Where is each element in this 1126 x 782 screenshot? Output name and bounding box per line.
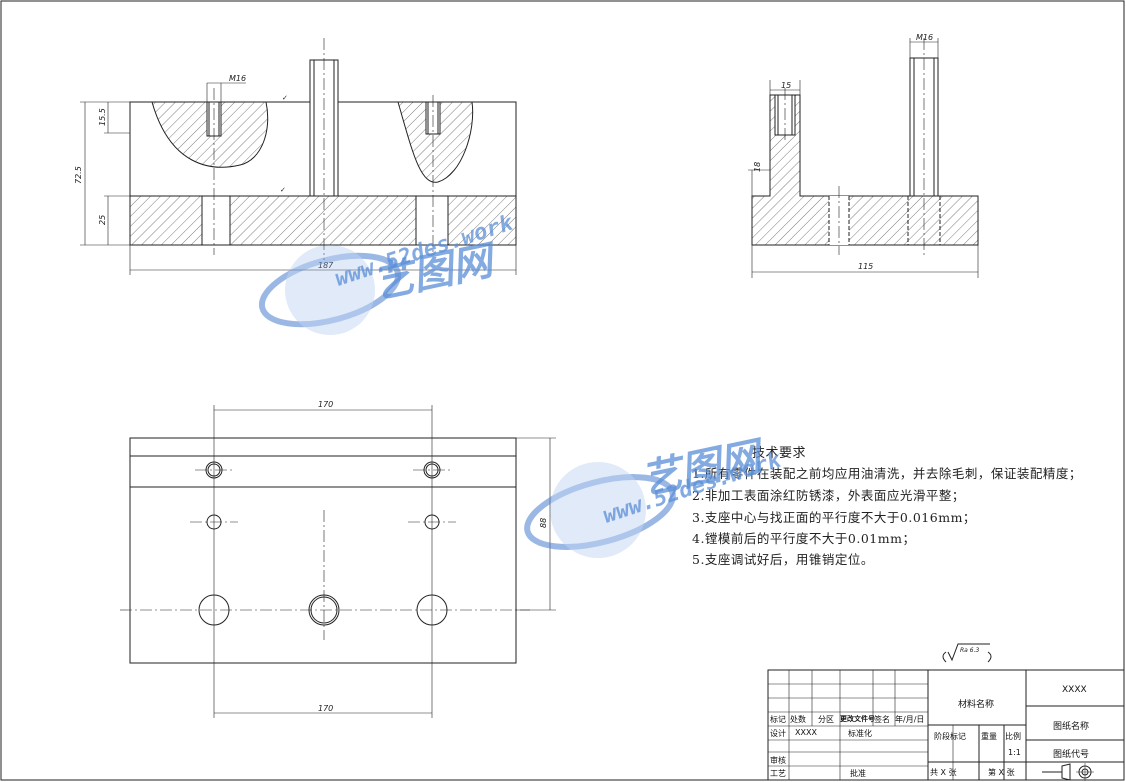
plan-view (120, 405, 556, 718)
dim-side-height: 18 (753, 162, 762, 172)
dim-front-depth: 15.5 (98, 108, 107, 126)
tb-review: 审核 (770, 756, 786, 765)
tb-material: 材料名称 (958, 700, 995, 710)
tb-total: 共 X 张 (930, 768, 957, 777)
dim-plan-span-bottom: 170 (318, 704, 333, 713)
tech-req-title: 技术要求 (752, 446, 807, 461)
roughness-mark-top: ✓ (282, 94, 288, 102)
front-section-view (80, 38, 517, 275)
dim-side-boss: 15 (781, 81, 791, 90)
tb-stage-mark: 阶段标记 (934, 732, 966, 741)
tb-drawing-code: 图纸代号 (1053, 750, 1090, 760)
dim-front-height-total: 72.5 (74, 166, 83, 184)
tb-xxxx: XXXX (1062, 685, 1087, 695)
tb-scale-val: 1:1 (1008, 748, 1021, 757)
tb-date: 年/月/日 (895, 715, 925, 724)
watermark-logo-left (258, 245, 402, 335)
watermark-logo-right (524, 462, 676, 558)
side-section-view (748, 38, 979, 278)
dim-side-width: 115 (858, 262, 873, 271)
roughness-mark-mid: ✓ (280, 186, 286, 194)
tb-design: 设计 (770, 729, 786, 738)
dim-front-width: 187 (318, 261, 334, 270)
tb-process: 工艺 (770, 769, 786, 778)
tb-sign: 签名 (874, 715, 890, 724)
dim-front-height-base: 25 (98, 215, 107, 225)
tech-req-item-2: 2.非加工表面涂红防锈漆，外表面应光滑平整； (692, 488, 965, 503)
dim-plan-span-top: 170 (318, 400, 333, 409)
tb-approve: 批准 (850, 769, 866, 778)
tech-req-item-1: 1.所有零件在装配之前均应用油清洗，并去除毛刺，保证装配精度； (692, 466, 1082, 481)
surface-finish-symbol (942, 643, 992, 663)
tb-zone: 分区 (818, 715, 834, 724)
surface-finish-value: Ra 6.3 (960, 647, 979, 654)
tech-req-item-4: 4.镗模前后的平行度不大于0.01mm； (692, 531, 916, 546)
title-block (767, 669, 1125, 781)
tb-drawing-name: 图纸名称 (1053, 722, 1090, 732)
dim-front-thread: M16 (229, 74, 246, 83)
tb-change-doc: 更改文件号 (840, 715, 875, 723)
tb-design-val: XXXX (795, 728, 817, 737)
dim-plan-height: 88 (539, 518, 548, 528)
tech-req-item-5: 5.支座调试好后，用锥销定位。 (692, 552, 874, 567)
tb-sheet: 第 X 张 (988, 768, 1015, 777)
tb-mark: 标记 (770, 715, 786, 724)
tb-weight: 重量 (981, 732, 997, 741)
dim-side-thread: M16 (916, 33, 933, 42)
tb-standardize: 标准化 (848, 729, 872, 738)
tb-count: 处数 (790, 715, 806, 724)
tb-scale: 比例 (1005, 732, 1021, 741)
tech-req-item-3: 3.支座中心与找正面的平行度不大于0.016mm； (692, 510, 976, 525)
